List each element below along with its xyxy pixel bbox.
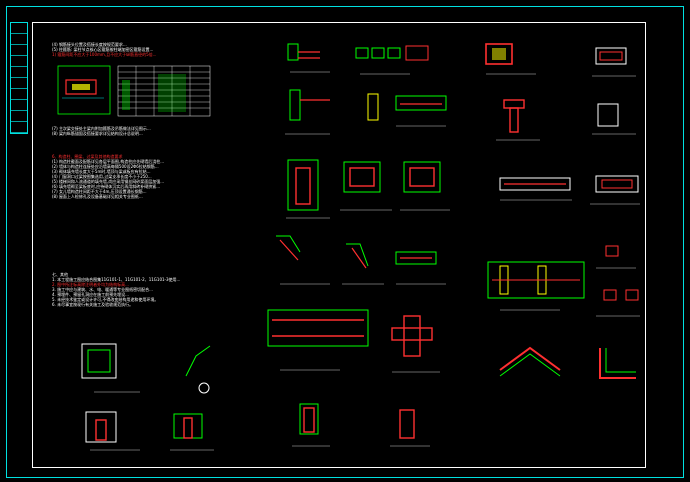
note-line: (6) 填充墙砌至梁板底时,应待砌体沉实后再用斜砖补砌挤紧... [52, 184, 161, 189]
note-line: (7) 主次梁交接处主梁内附加箍筋及吊筋做法详见图示... [52, 126, 151, 131]
note-line: (2) 墙体与构造柱连接处应沿墙高每隔500设2Φ6拉结钢筋... [52, 164, 159, 169]
drawing-frame [6, 6, 684, 478]
detail-small-col [596, 245, 640, 317]
notes-mid: (7) 主次梁交接处主梁内附加箍筋及吊筋做法详见图示... (8) 梁内纵筋锚固… [52, 126, 151, 136]
detail-joint-1 [276, 235, 330, 285]
detail-column-1 [286, 159, 330, 219]
note-line: (7) 女儿墙构造柱间距不大于4m,压顶设置通长钢筋... [52, 189, 147, 194]
notes-section7: 七、其他 1. 本工程施工图应结合图集11G101-1、11G101-2、11G… [52, 272, 180, 307]
detail-beam-2 [590, 175, 640, 205]
detail-joint-2 [342, 243, 384, 285]
note-line: (5) 柱箍筋: 梁柱节点核心区箍筋按柱端加密区箍筋设置... [52, 47, 154, 52]
note-line: 1) 箍筋间距不应大于100mm,且不应大于纵筋直径的5倍... [52, 52, 157, 57]
detail-base-2 [170, 413, 214, 451]
detail-top-4 [592, 47, 636, 77]
detail-bend [185, 345, 211, 394]
note-line: (3) 砌体填充墙长度大于5m时,墙顶与梁或板应有拉结... [52, 169, 151, 174]
notes-section6: 6、构造柱、圈梁、过梁及其他构造要求 (1) 构造柱截面及配筋详见各层平面图,构… [52, 154, 164, 199]
detail-long-beam [267, 309, 369, 371]
detail-row2-3 [496, 99, 540, 141]
detail-v-joint [499, 346, 561, 377]
note-line: 3. 施工中应与建筑、水、电、暖通等专业图纸密切配合... [52, 287, 153, 292]
detail-cross-joint [391, 315, 440, 373]
detail-wall-elevation [487, 261, 585, 311]
detail-l-joint [599, 348, 636, 379]
detail-section-square [81, 343, 140, 393]
detail-top-2 [355, 45, 429, 75]
notes-top: (4) 钢筋接头位置及搭接长度按规范要求... (5) 柱箍筋: 梁柱节点核心区… [52, 42, 156, 57]
detail-column-3 [400, 161, 450, 211]
detail-column-2 [340, 161, 392, 211]
note-line: (4) 钢筋接头位置及搭接长度按规范要求... [52, 42, 127, 47]
note-line: (4) 门窗洞口过梁按图集选用,过梁支承长度不小于250... [52, 174, 152, 179]
detail-base-1 [85, 411, 140, 451]
section-heading: 6、构造柱、圈梁、过梁及其他构造要求 [52, 154, 123, 159]
detail-top-1 [287, 43, 330, 73]
detail-bottom-col-2 [390, 409, 430, 447]
binding-strip [10, 22, 28, 134]
note-line: 1. 本工程施工图应结合图集11G101-1、11G101-2、11G101-3… [52, 277, 181, 282]
note-line: 4. 预埋件、预留孔洞应在施工前预先埋设... [52, 292, 129, 297]
detail-beam-1 [499, 177, 572, 201]
note-line: 5. 未经技术鉴定或设计许可,不得改变结构用途和使用环境。 [52, 297, 159, 302]
detail-joint-3 [395, 251, 446, 285]
detail-top-3 [485, 43, 536, 75]
note-line: (8) 屋面上人检修孔及设备基础详见相关专业图纸... [52, 194, 143, 199]
detail-bottom-col-1 [292, 403, 330, 447]
note-line: 6. 未尽事宜按现行有关施工及验收规范执行。 [52, 302, 134, 307]
detail-row2-4 [592, 103, 636, 135]
detail-row2-2 [367, 93, 447, 127]
section-heading: 七、其他 [52, 272, 68, 277]
note-line: 2. 图中所注标高除注明者外均为结构标高... [52, 282, 129, 287]
rebar-table [117, 65, 211, 117]
drawing-border [32, 22, 646, 468]
detail-row2-1 [285, 89, 330, 135]
notes-detail-box [57, 65, 111, 115]
note-line: (8) 梁内纵筋锚固及搭接要求详见结构设计总说明... [52, 131, 143, 136]
note-line: (5) 楼梯间和人流通道的填充墙,尚应采用钢丝网砂浆面层加强... [52, 179, 165, 184]
note-line: (1) 构造柱截面及配筋详见各层平面图,构造柱应先砌墙后浇柱... [52, 159, 165, 164]
